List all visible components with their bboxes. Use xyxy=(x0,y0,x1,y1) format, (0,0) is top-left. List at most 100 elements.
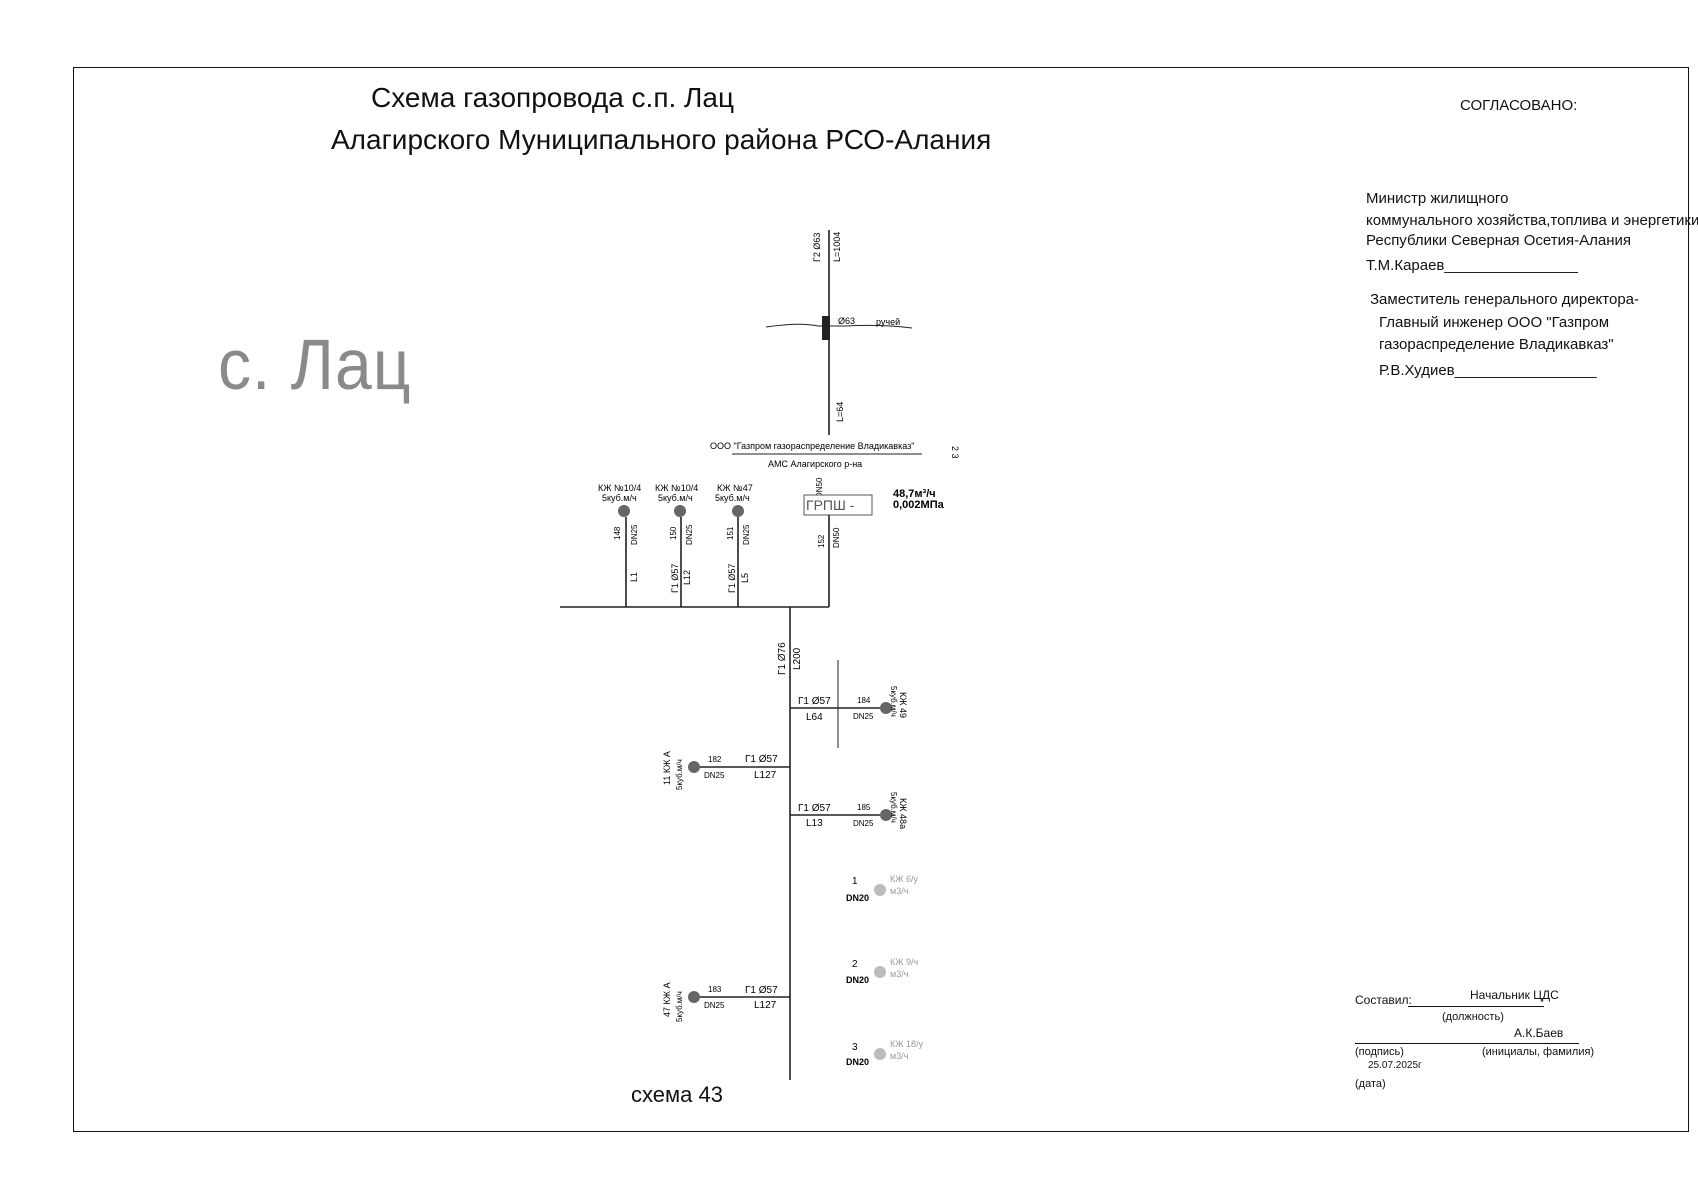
consumer-num: 150 xyxy=(669,526,678,540)
grpsh-pressure: 0,002МПа xyxy=(893,499,945,511)
branch-len: L13 xyxy=(806,818,823,829)
branch-dn: DN25 xyxy=(704,1001,725,1010)
planned-name: КЖ 9/ч xyxy=(890,957,919,967)
consumer-name: КЖ №10/4 xyxy=(598,483,641,493)
approval-block1-line3: Республики Северная Осетия-Алания xyxy=(1366,232,1631,249)
main-pipe-len: L200 xyxy=(792,647,803,670)
creek-label: ручей xyxy=(876,317,900,327)
branch-len: L127 xyxy=(754,770,777,781)
consumer-num: 151 xyxy=(726,526,735,540)
approval-block2-line4: Р.В.Худиев_________________ xyxy=(1379,362,1597,379)
planned-dn: DN20 xyxy=(846,1057,869,1067)
approval-block1-line2: коммунального хозяйства,топлива и энерге… xyxy=(1366,212,1698,229)
approval-block2-line2: Главный инженер ООО "Газпром xyxy=(1379,314,1610,331)
position-line xyxy=(1408,1006,1544,1007)
branch-4: Г1 Ø57 L127 183 DN25 47 КЖ А 5куб.м/ч xyxy=(662,982,790,1022)
consumer-flow: 5куб.м/ч xyxy=(602,493,637,503)
planned-consumer-3: 3 DN20 КЖ 18/у м3/ч xyxy=(846,1039,924,1067)
consumer-flow: 5куб.м/ч xyxy=(658,493,693,503)
branch-dn: DN25 xyxy=(704,771,725,780)
planned-name: КЖ 18/у xyxy=(890,1039,924,1049)
pipe-l64-label: L=64 xyxy=(835,402,845,422)
planned-num: 2 xyxy=(852,959,858,970)
planned-dn: DN20 xyxy=(846,975,869,985)
top-consumer-3: КЖ №47 5куб.м/ч 151 DN25 Г1 Ø57 L5 xyxy=(715,483,753,607)
date-value: 25.07.2025г xyxy=(1368,1060,1422,1071)
branch-diam: Г1 Ø57 xyxy=(798,696,831,707)
branch-name: 47 КЖ А xyxy=(662,982,672,1017)
approval-heading: СОГЛАСОВАНО: xyxy=(1460,97,1578,114)
branch-1: Г1 Ø57 L64 184 DN25 КЖ 49 5куб.м/ч xyxy=(790,660,908,748)
grpsh-in-dn: DN50 xyxy=(815,477,824,498)
name-line xyxy=(1355,1043,1579,1044)
title-line-1: Схема газопровода с.п. Лац xyxy=(371,82,735,113)
drawing-frame xyxy=(73,67,1689,1132)
branch-marker xyxy=(880,702,892,714)
consumer-dn: DN25 xyxy=(685,524,694,545)
planned-dn: DN20 xyxy=(846,893,869,903)
branch-name: 11 КЖ А xyxy=(662,751,672,785)
planned-marker xyxy=(874,1048,886,1060)
grpsh-flow: 48,7м³/ч xyxy=(893,488,936,500)
branch-flow: 5куб.м/ч xyxy=(889,792,898,823)
branch-dn: DN25 xyxy=(853,712,874,721)
branch-num: 182 xyxy=(708,755,722,764)
org-line1: ООО "Газпром газораспределение Владикавк… xyxy=(710,441,914,451)
branch-3: Г1 Ø57 L13 185 DN25 КЖ 48а 5куб.м/ч xyxy=(790,792,908,829)
grpsh-box xyxy=(803,494,873,516)
consumer-diam: Г1 Ø57 xyxy=(670,564,680,593)
consumer-diam: Г1 Ø57 xyxy=(727,564,737,593)
branch-marker xyxy=(688,761,700,773)
consumer-num: 148 xyxy=(613,526,622,540)
planned-num: 1 xyxy=(852,876,858,887)
grpsh-out-num: 152 xyxy=(817,534,826,548)
branch-diam: Г1 Ø57 xyxy=(745,985,778,996)
position-value: Начальник ЦДС xyxy=(1470,988,1559,1002)
branch-diam: Г1 Ø57 xyxy=(798,803,831,814)
crossing-label: Ø63 xyxy=(838,316,855,326)
branch-name: КЖ 48а xyxy=(898,798,908,829)
branch-marker xyxy=(688,991,700,1003)
creek-line xyxy=(765,323,913,329)
branch-len: L64 xyxy=(806,712,823,723)
branch-num: 184 xyxy=(857,696,871,705)
date-caption: (дата) xyxy=(1355,1078,1386,1090)
approval-block1-line4: Т.М.Караев________________ xyxy=(1366,257,1578,274)
planned-flow: м3/ч xyxy=(890,969,909,979)
grpsh-label: ГРПШ - xyxy=(806,497,855,513)
consumer-name: КЖ №47 xyxy=(717,483,753,493)
consumer-marker xyxy=(674,505,686,517)
top-consumer-2: КЖ №10/4 5куб.м/ч 150 DN25 Г1 Ø57 L12 xyxy=(655,483,698,607)
sign-caption: (подпись) xyxy=(1355,1046,1404,1058)
planned-flow: м3/ч xyxy=(890,1051,909,1061)
consumer-name: КЖ №10/4 xyxy=(655,483,698,493)
village-name: с. Лац xyxy=(218,324,412,404)
grpsh-out-dn: DN50 xyxy=(832,527,841,548)
planned-consumer-1: 1 DN20 КЖ 6/у м3/ч xyxy=(846,874,919,903)
consumer-len: L12 xyxy=(682,570,692,585)
branch-num: 185 xyxy=(857,803,871,812)
consumer-flow: 5куб.м/ч xyxy=(715,493,750,503)
name-value: А.К.Баев xyxy=(1514,1026,1564,1040)
branch-num: 183 xyxy=(708,985,722,994)
position-caption: (должность) xyxy=(1442,1011,1504,1023)
main-pipe-diam: Г1 Ø76 xyxy=(777,642,788,675)
approval-block1-line1: Министр жилищного xyxy=(1366,190,1509,207)
crossing-case xyxy=(822,316,830,340)
title-line-2: Алагирского Муниципального района РСО-Ал… xyxy=(331,124,992,155)
top-pipe-len: L=1004 xyxy=(832,232,842,262)
consumer-len: L1 xyxy=(629,572,639,582)
consumer-marker xyxy=(618,505,630,517)
approval-block2-line1: Заместитель генерального директора- xyxy=(1370,291,1639,308)
planned-num: 3 xyxy=(852,1042,858,1053)
top-pipe-diam: Г2 Ø63 xyxy=(812,233,822,262)
composed-label: Составил: xyxy=(1355,993,1412,1007)
branch-flow: 5куб.м/ч xyxy=(675,991,684,1022)
branch-flow: 5куб.м/ч xyxy=(889,686,898,717)
branch-diam: Г1 Ø57 xyxy=(745,754,778,765)
branch-marker xyxy=(880,809,892,821)
planned-marker xyxy=(874,884,886,896)
schema-label: схема 43 xyxy=(631,1082,723,1107)
org-line2: АМС Алагирского р-на xyxy=(768,459,862,469)
